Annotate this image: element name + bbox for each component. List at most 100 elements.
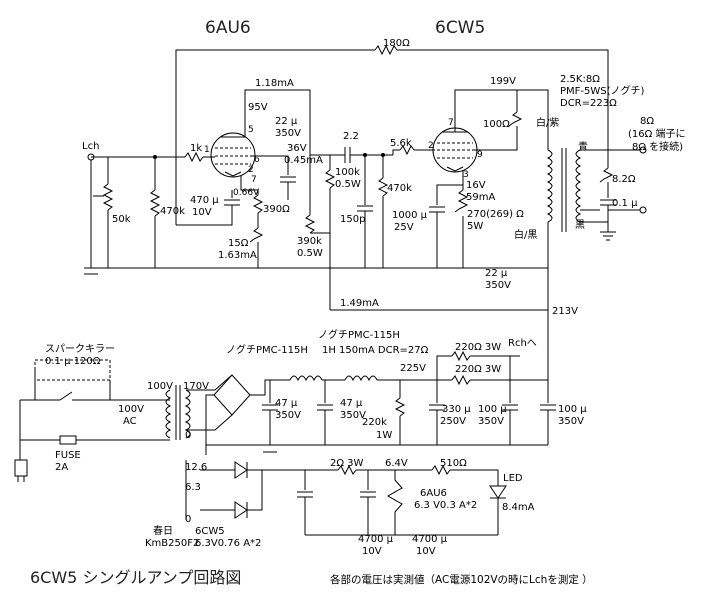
coupling-network: 2.2 100k 0.5W 150p 470k 5.6k	[324, 131, 435, 310]
screen-wire	[473, 126, 518, 151]
primary-voltage: 100V	[147, 381, 173, 392]
nfb-resistor-label: 15Ω	[228, 238, 249, 249]
choke1-label: ノグチPMC-115H	[226, 343, 308, 356]
first-filter-cap-a: 47 μ	[275, 398, 298, 409]
6au6-plate-wire	[244, 89, 330, 156]
second-filter-cap-a: 47 μ	[340, 398, 363, 409]
diagram-title: 6CW5 シングルアンプ回路図	[30, 568, 241, 587]
wire-blk: 黒	[575, 219, 585, 231]
bleeder-resistor-b: 1W	[376, 430, 392, 441]
filter-cap-100a-b: 350V	[478, 416, 504, 427]
cathode-resistor-label: 390Ω	[263, 204, 290, 215]
plate-voltage-label: 95V	[248, 102, 268, 113]
heater-6au6-spec: 6.3 V0.3 A*2	[414, 500, 477, 511]
zobel-resistor: 8.2Ω	[612, 174, 636, 185]
dropper-resistor1: 220Ω 3W	[455, 342, 501, 353]
grid-resistor-label: 470k	[387, 183, 412, 194]
choke2-label: ノグチPMC-115H	[318, 328, 400, 341]
plate-resistor-label-a: 100k	[335, 167, 360, 178]
phase-cap-label: 150p	[340, 214, 365, 225]
speaker-impedance: 8Ω	[640, 116, 654, 127]
cathode-cap-label-b: 10V	[192, 207, 212, 218]
6au6-screen-network: 22 μ 350V 36V 0.45mA 390k 0.5W	[251, 116, 330, 259]
6cw5-plate-wire	[454, 89, 517, 132]
input-section: Lch 50k 1k 470k	[82, 141, 215, 275]
feedback-resistor-label: 180Ω	[383, 38, 410, 49]
first-filter-cap-b: 350V	[275, 410, 301, 421]
zobel-cap: 0.1 μ	[612, 198, 638, 209]
choke2-spec: 1H 150mA DCR=27Ω	[322, 345, 429, 356]
pin-7: 7	[251, 175, 257, 185]
decouple-current: 1.49mA	[340, 298, 379, 309]
spark-killer-label: スパークキラー	[45, 343, 115, 355]
led-resistor-label: 510Ω	[440, 458, 467, 469]
heater-cap1-a: 4700 μ	[358, 534, 394, 545]
6cw5-cathode-network: 16V 59mA 270(269) Ω 5W 1000 μ 25V	[392, 171, 524, 268]
pin-2: 2	[248, 165, 254, 175]
heater-tap-0: 0	[185, 514, 191, 525]
heater-tap-12v6: 12.6	[185, 462, 207, 473]
plate-current-label: 1.18mA	[255, 78, 294, 89]
heater-dropper-label: 2Ω 3W	[330, 458, 364, 469]
opt-primary-top	[517, 89, 549, 150]
screen-cap-label-a: 22 μ	[275, 116, 298, 127]
feedback-loop: 180Ω	[175, 38, 609, 178]
screen-resistor2-label: 100Ω	[483, 119, 510, 130]
wire-blue: 青	[578, 140, 588, 153]
filter-cap-330-b: 250V	[440, 416, 466, 427]
volume-pot-label: 50k	[112, 214, 131, 225]
filter-cap-100a-a: 100 μ	[478, 404, 507, 415]
pin-9: 9	[477, 150, 483, 160]
screen-resistor-label-b: 0.5W	[297, 248, 323, 259]
filter-cap-100b-a: 100 μ	[558, 404, 587, 415]
heater-cap2-a: 4700 μ	[412, 534, 448, 545]
output-plate-voltage: 199V	[490, 76, 516, 87]
screen-current-label: 0.45mA	[284, 155, 323, 166]
b-plus-213: 213V	[552, 306, 578, 317]
power-transformer-maker: 春日	[153, 525, 173, 537]
heater-cap2-b: 10V	[416, 546, 436, 557]
tube-label-6au6: 6AU6	[205, 18, 251, 38]
cathode2-resistor-a: 270(269) Ω	[467, 209, 524, 220]
second-filter-cap-b: 350V	[340, 410, 366, 421]
opt-dcr: DCR=223Ω	[560, 98, 617, 109]
cathode-cap-label-a: 470 μ	[190, 195, 219, 206]
cathode-voltage-label: 0.66V	[233, 188, 260, 198]
led-label: LED	[503, 473, 523, 484]
heater-6cw5-spec: 6.3V0.76 A*2	[195, 538, 261, 549]
to-right-channel: Rchへ	[508, 338, 537, 349]
pin-1: 1	[204, 145, 210, 155]
heater-6au6: 6AU6	[420, 488, 447, 499]
pin-5: 5	[248, 125, 254, 135]
lch-label: Lch	[82, 141, 99, 152]
heater-voltage: 6.4V	[385, 458, 408, 469]
grid-stopper2-label: 5.6k	[390, 138, 412, 149]
cathode2-cap-b: 25V	[394, 222, 414, 233]
heater-6cw5: 6CW5	[195, 526, 225, 537]
pin-7b: 7	[448, 118, 454, 128]
grid-stopper-label: 1k	[190, 143, 202, 154]
led-current: 8.4mA	[502, 502, 535, 513]
screen-resistor-label-a: 390k	[297, 236, 322, 247]
cathode2-resistor-b: 5W	[467, 221, 483, 232]
spark-killer-values: 0.1 μ 120Ω	[45, 356, 101, 367]
filter-cap-330-a: 330 μ	[442, 404, 471, 415]
dropper-resistor2: 220Ω 3W	[455, 364, 501, 375]
6au6-tube-symbol: 5 1 6 7 2	[204, 125, 260, 185]
filter-cap-100b-b: 350V	[558, 416, 584, 427]
bleeder-resistor-a: 220k	[362, 417, 387, 428]
screen-voltage-label: 36V	[287, 143, 307, 154]
tube-label-6cw5: 6CW5	[435, 18, 485, 38]
decouple-cap-a: 22 μ	[485, 268, 508, 279]
pin-6: 6	[254, 155, 260, 165]
heater-cap1-b: 10V	[362, 546, 382, 557]
power-supply: スパークキラー 0.1 μ 120Ω FUSE 2A 100V AC 100V …	[14, 328, 587, 557]
secondary-zero: 0	[185, 430, 191, 441]
opt-model: PMF-5WS(ノグチ)	[560, 84, 645, 97]
pin-2b: 2	[428, 141, 434, 151]
screen-resistor	[508, 111, 523, 127]
ac-voltage: 100V	[118, 404, 144, 415]
measurement-note: 各部の電圧は実測値（AC電源102Vの時にLchを測定 ）	[330, 573, 593, 586]
fuse-label: FUSE	[55, 450, 81, 461]
